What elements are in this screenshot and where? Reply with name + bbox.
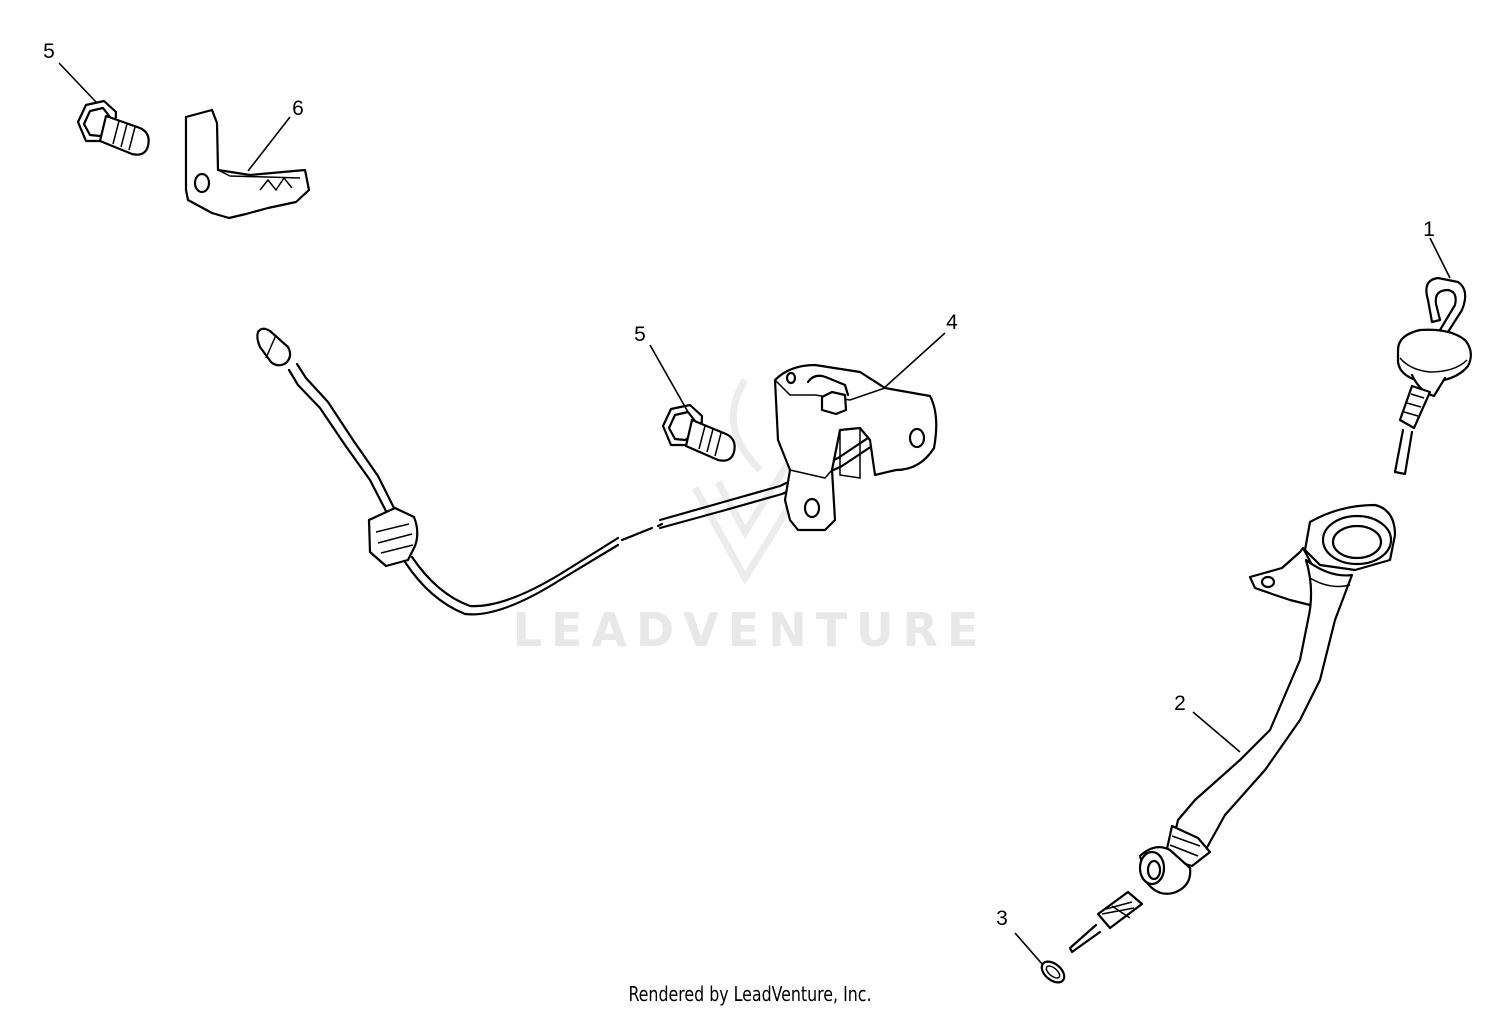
oil-filler-tube[interactable] — [1068, 503, 1397, 954]
callout-4: 4 — [946, 311, 958, 334]
callout-1: 1 — [1423, 218, 1435, 241]
watermark: LEADVENTURE — [513, 378, 988, 657]
callout-5-center: 5 — [634, 323, 646, 346]
render-credit: Rendered by LeadVenture, Inc. — [628, 982, 872, 1006]
callout-3: 3 — [996, 907, 1008, 930]
callout-6: 6 — [292, 97, 304, 120]
callout-2: 2 — [1174, 692, 1186, 715]
watermark-text: LEADVENTURE — [513, 603, 988, 657]
flange-bolt-top[interactable] — [76, 99, 150, 156]
leader-lines — [58, 62, 1451, 966]
callout-5-top: 5 — [43, 40, 55, 63]
bracket[interactable] — [184, 108, 311, 220]
dipstick-cap[interactable] — [1393, 276, 1472, 476]
oil-level-sensor[interactable] — [256, 327, 938, 616]
o-ring[interactable] — [1038, 958, 1068, 987]
callout-labels: 5 6 5 4 1 2 3 — [43, 40, 1435, 930]
flange-bolt-center[interactable] — [661, 403, 736, 462]
